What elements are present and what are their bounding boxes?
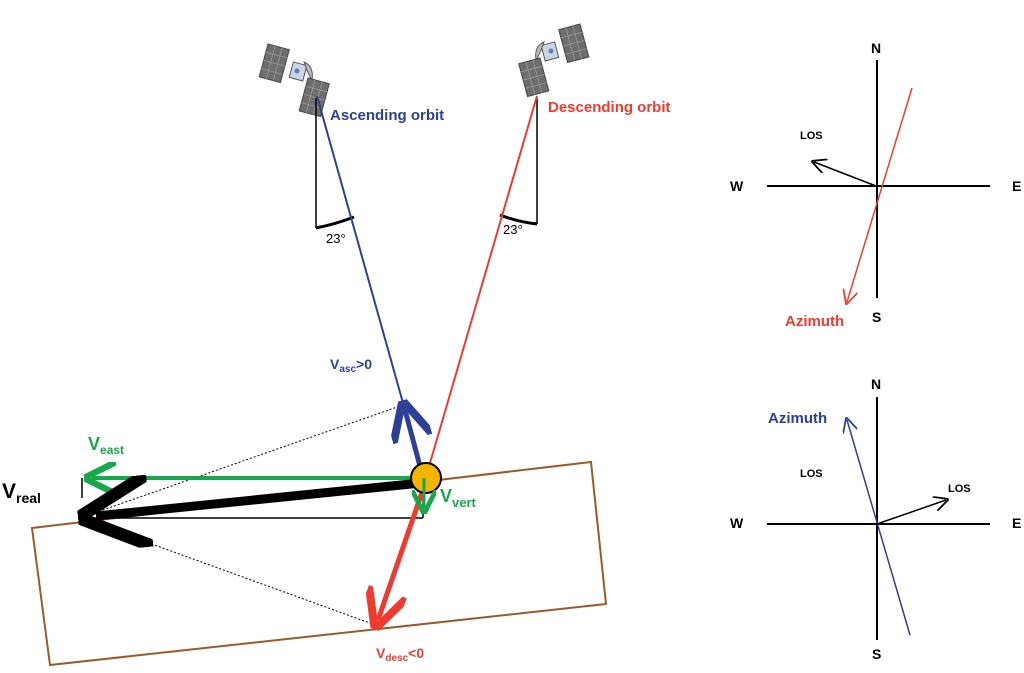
compass-top-azimuth-label: Azimuth [785,313,844,330]
compass-bottom-north: N [871,376,881,392]
compass-top: N S W E LOS Azimuth [730,40,1021,330]
compass-top-los-label: LOS [800,130,823,142]
compass-bottom-azimuth-line [847,420,911,636]
compass-top-east: E [1012,178,1021,194]
compass-bottom-west: W [730,515,744,531]
compass-bottom-azimuth-label: Azimuth [768,410,827,427]
compass-top-south: S [872,309,881,325]
dotted-line-desc [79,517,379,627]
compass-bottom-los-label-left: LOS [800,468,823,480]
descending-satellite-icon [518,23,590,98]
compass-top-west: W [730,178,744,194]
descending-los-line [427,95,538,471]
compass-bottom-los-label-right: LOS [948,483,971,495]
v-real-arrow [96,483,422,516]
compass-bottom-los-arrow [876,500,946,525]
v-vert-label: Vvert [440,486,477,510]
compass-top-azimuth-line [847,87,913,302]
target-point [410,462,442,494]
descending-orbit-label: Descending orbit [548,99,671,116]
compass-bottom-east: E [1012,515,1021,531]
v-real-label: Vreal [2,480,41,506]
compass-bottom-south: S [872,646,881,662]
v-asc-label: Vasc>0 [330,356,372,375]
compass-bottom: N S W E LOS LOS Azimuth [730,376,1021,662]
ascending-orbit-label: Ascending orbit [330,107,444,124]
asc-angle-arc [315,215,355,230]
v-desc-arrow [378,474,431,620]
v-desc-label: Vdesc<0 [376,645,424,664]
v-east-label: Veast [88,434,124,457]
angle-label-descending: 23° [503,222,523,237]
angle-label-ascending: 23° [326,231,346,246]
compass-top-los-arrow [814,162,877,187]
compass-top-north: N [871,40,881,56]
